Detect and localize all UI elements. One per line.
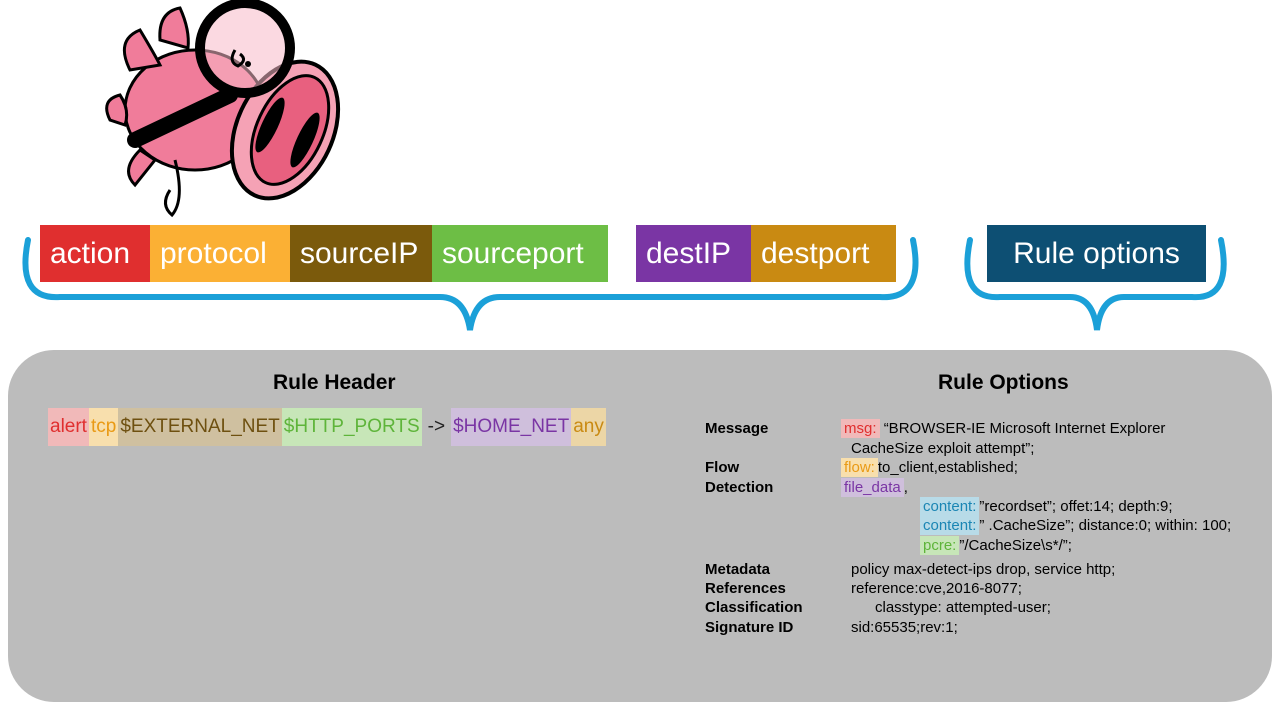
- header-field-sourceip: sourceIP: [290, 225, 432, 282]
- label-classification: Classification: [705, 599, 803, 616]
- example-arrow: ->: [427, 416, 446, 437]
- example-protocol: tcp: [88, 408, 119, 446]
- content-keyword-1: content:: [920, 497, 980, 516]
- label-signature-id: Signature ID: [705, 619, 794, 636]
- flow-keyword: flow:: [841, 458, 878, 477]
- label-flow: Flow: [705, 459, 740, 476]
- content-keyword-2: content:: [920, 516, 980, 535]
- content-line-2: content:” .CacheSize”; distance:0; withi…: [920, 516, 1232, 535]
- magnifying-glass: [127, 0, 295, 148]
- file-data-keyword: file_data: [841, 478, 904, 497]
- rule-options-brace: [964, 237, 1227, 331]
- metadata-value: policy max-detect-ips drop, service http…: [851, 561, 1116, 578]
- header-field-protocol: protocol: [150, 225, 290, 282]
- file-data-suffix: ,: [903, 479, 908, 496]
- references-value: reference:cve,2016-8077;: [851, 580, 1022, 597]
- pig-magnifier-illustration: [105, 0, 341, 218]
- msg-text-2: CacheSize exploit attempt”;: [851, 440, 1035, 457]
- content-value-2: ” .CacheSize”; distance:0; within: 100;: [979, 517, 1232, 534]
- example-sourceip: $EXTERNAL_NET: [118, 408, 282, 446]
- file-data-line: file_data,: [841, 478, 908, 497]
- header-field-action: action: [40, 225, 150, 282]
- example-sourceport: $HTTP_PORTS: [281, 408, 422, 446]
- label-references: References: [705, 580, 786, 597]
- brace-lines: [22, 237, 1227, 331]
- content-value-1: ”recordset”; offet:14; depth:9;: [979, 498, 1173, 515]
- header-field-sourceport: sourceport: [432, 225, 608, 282]
- rule-header-title: Rule Header: [273, 371, 396, 394]
- sid-value: sid:65535;rev:1;: [851, 619, 958, 636]
- label-detection: Detection: [705, 479, 774, 496]
- pcre-keyword: pcre:: [920, 536, 960, 555]
- msg-keyword: msg:: [841, 419, 880, 438]
- rule-options-box: Rule options: [987, 225, 1206, 282]
- example-destip: $HOME_NET: [451, 408, 572, 446]
- flow-line: flow:to_client,established;: [841, 458, 1018, 477]
- classification-value: classtype: attempted-user;: [875, 599, 1051, 616]
- rule-options-title: Rule Options: [938, 371, 1069, 394]
- header-field-destport: destport: [751, 225, 896, 282]
- pcre-value: ”/CacheSize\s*/”;: [959, 537, 1072, 554]
- label-message: Message: [705, 420, 769, 437]
- example-destport: any: [571, 408, 606, 446]
- message-line-1: msg: “BROWSER-IE Microsoft Internet Expl…: [841, 419, 1166, 438]
- content-line-1: content:”recordset”; offet:14; depth:9;: [920, 497, 1173, 516]
- example-rule-header: alert tcp $EXTERNAL_NET $HTTP_PORTS -> $…: [48, 408, 606, 446]
- rule-header-brace: [22, 237, 919, 331]
- header-field-destip: destIP: [636, 225, 751, 282]
- example-action: alert: [48, 408, 89, 446]
- label-metadata: Metadata: [705, 561, 771, 578]
- flow-value: to_client,established;: [877, 459, 1018, 476]
- msg-text-1: “BROWSER-IE Microsoft Internet Explorer: [883, 420, 1166, 437]
- pcre-line: pcre:”/CacheSize\s*/”;: [920, 536, 1072, 555]
